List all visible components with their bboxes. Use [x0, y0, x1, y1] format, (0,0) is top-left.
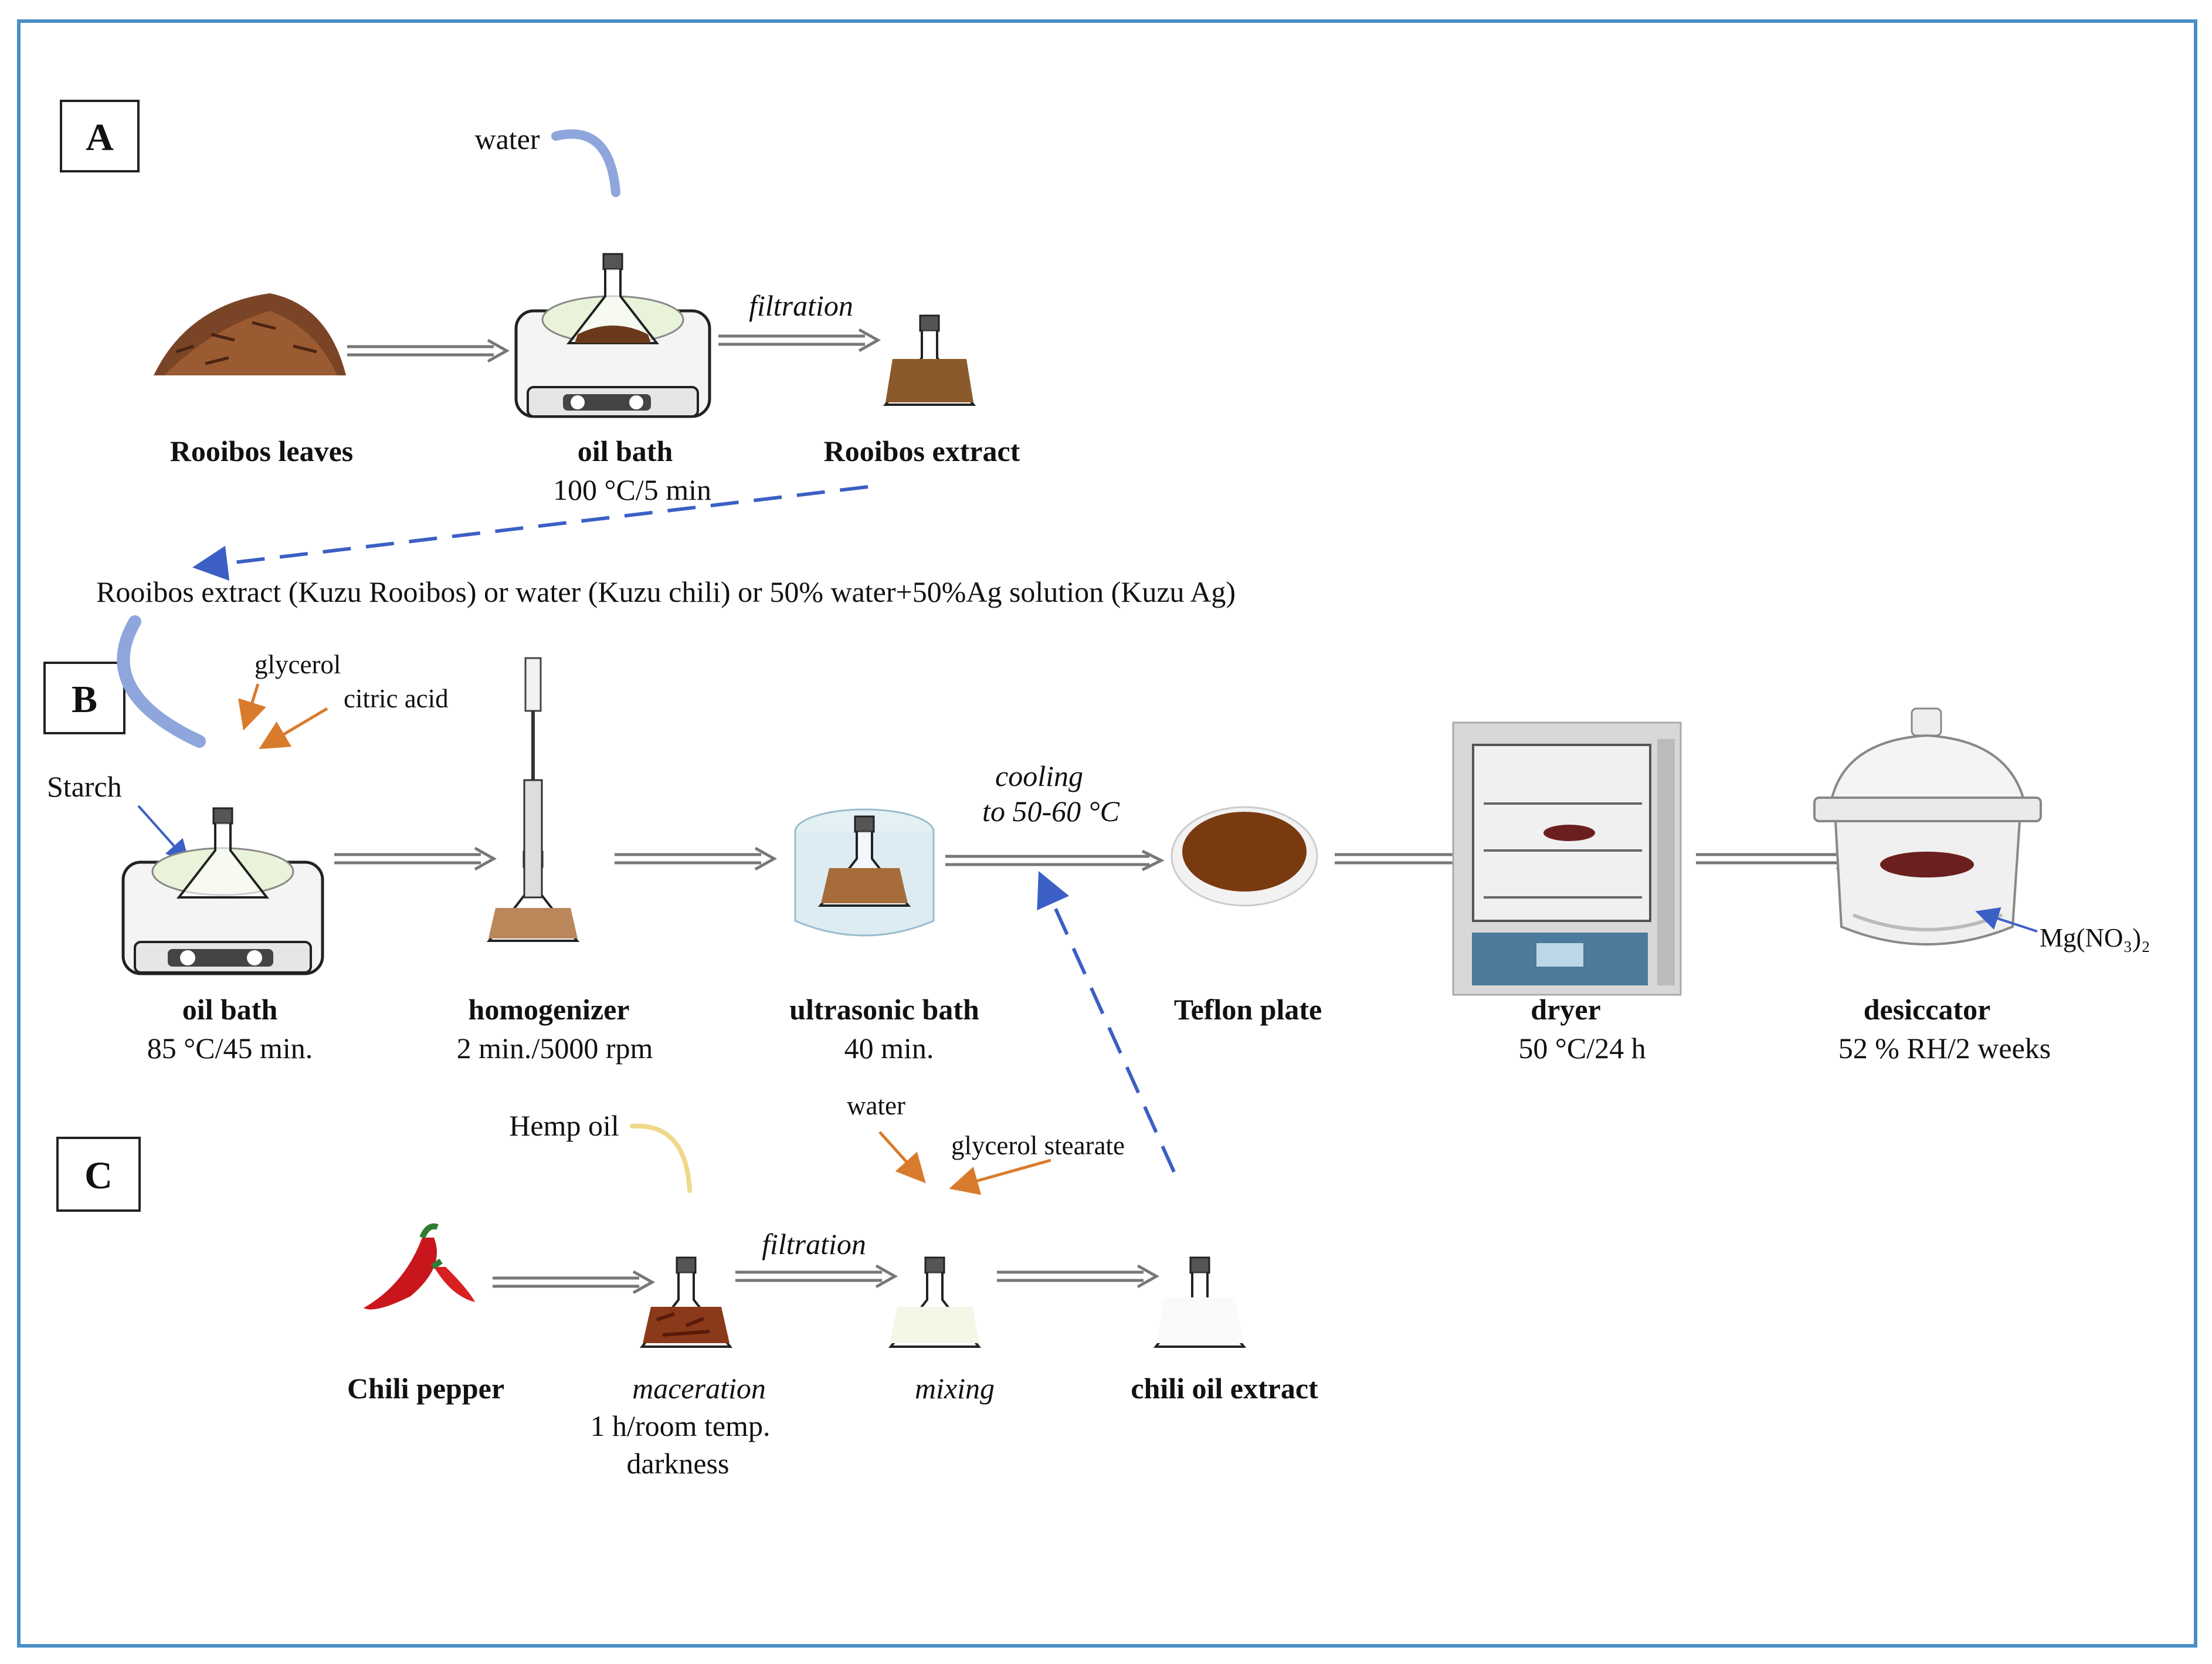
- dashed-arrow-c-to-b: [1037, 871, 1176, 1173]
- dashed-arrow-a-to-b: [192, 485, 868, 581]
- water-label-a: water: [474, 123, 540, 155]
- citric-acid-arrow: [259, 707, 328, 750]
- maceration-flask: [641, 1256, 731, 1348]
- mg-label: Mg(NO₃)₂: [2040, 923, 2150, 953]
- water-arrow-a: [551, 129, 620, 197]
- chili-oil-extract-label: chili oil extract: [1131, 1372, 1318, 1405]
- oil-bath-a-cond: 100 °C/5 min: [553, 473, 711, 506]
- arrow-c1: [493, 1272, 652, 1293]
- rooibos-leaves-label: Rooibos leaves: [170, 435, 354, 467]
- dryer-image: [1452, 721, 1682, 996]
- filtration-label-c: filtration: [762, 1228, 866, 1260]
- chili-pepper-label: Chili pepper: [347, 1372, 504, 1405]
- arrow-b5: [1696, 848, 1855, 869]
- citric-acid-label: citric acid: [344, 684, 449, 713]
- section-b-label: B: [72, 678, 97, 721]
- ultrasonic-bath-image: [794, 808, 935, 937]
- solution-curved-arrow: [117, 615, 206, 748]
- step-oil-bath-cond: 85 °C/45 min.: [147, 1032, 313, 1065]
- arrow-b2: [615, 848, 774, 869]
- oil-bath-a-image: [514, 253, 711, 418]
- hemp-oil-label: Hemp oil: [509, 1109, 619, 1142]
- step-homogenizer-label: homogenizer: [469, 993, 630, 1026]
- oil-bath-a-label: oil bath: [578, 435, 673, 467]
- chili-oil-extract-flask: [1155, 1256, 1245, 1348]
- hemp-oil-arrow: [630, 1123, 692, 1193]
- chili-pepper-image: [364, 1223, 475, 1310]
- solution-line: Rooibos extract (Kuzu Rooibos) or water …: [96, 575, 1236, 608]
- glycerol-stearate-arrow: [949, 1158, 1051, 1195]
- cooling-label: cooling: [995, 760, 1083, 792]
- filtration-label-a: filtration: [749, 289, 853, 322]
- step-oil-bath-label: oil bath: [182, 993, 278, 1026]
- step-dryer-cond: 50 °C/24 h: [1518, 1032, 1646, 1065]
- step-dryer-label: dryer: [1531, 993, 1600, 1026]
- oil-bath-b-image: [121, 807, 324, 975]
- maceration-cond-2: darkness: [627, 1447, 730, 1480]
- step-desiccator-label: desiccator: [1864, 993, 1991, 1026]
- section-a-box: [60, 100, 140, 172]
- arrow-b3-head: [1141, 849, 1165, 872]
- mg-arrow: [1975, 907, 2038, 933]
- glycerol-stearate-label: glycerol stearate: [951, 1131, 1125, 1160]
- glycerol-arrow: [238, 683, 266, 731]
- section-c-label: C: [84, 1154, 113, 1197]
- starch-arrow: [137, 805, 190, 863]
- arrow-b1: [334, 848, 494, 869]
- mixing-flask: [890, 1256, 980, 1348]
- maceration-cond-1: 1 h/room temp.: [591, 1409, 771, 1442]
- mixing-label: mixing: [915, 1372, 995, 1405]
- outer-frame: [17, 19, 2197, 1648]
- section-a-label: A: [86, 116, 114, 159]
- homogenizer-image: [488, 657, 578, 942]
- step-desiccator-cond: 52 % RH/2 weeks: [1838, 1032, 2051, 1065]
- water-label-c: water: [847, 1091, 905, 1120]
- step-teflon-label: Teflon plate: [1174, 993, 1322, 1026]
- arrow-a2: [718, 330, 878, 351]
- desiccator-image: [1813, 707, 2042, 945]
- rooibos-extract-flask: [884, 314, 975, 406]
- water-arrow-c: [878, 1131, 926, 1184]
- glycerol-label: glycerol: [255, 650, 341, 679]
- cooling-temp-label: to 50-60 °C: [982, 795, 1120, 828]
- step-homogenizer-cond: 2 min./5000 rpm: [457, 1032, 653, 1065]
- step-ultrasonic-label: ultrasonic bath: [789, 993, 979, 1026]
- section-c-box: [56, 1137, 141, 1212]
- arrow-c2: [735, 1266, 895, 1287]
- rooibos-extract-label: Rooibos extract: [824, 435, 1020, 467]
- rooibos-leaves-image: [154, 293, 346, 375]
- starch-label: Starch: [47, 770, 122, 803]
- arrow-a1: [347, 340, 507, 361]
- teflon-plate-image: [1171, 806, 1318, 907]
- step-ultrasonic-cond: 40 min.: [844, 1032, 934, 1065]
- arrow-c3: [997, 1266, 1156, 1287]
- section-b-box: [43, 662, 125, 734]
- maceration-label: maceration: [632, 1372, 766, 1405]
